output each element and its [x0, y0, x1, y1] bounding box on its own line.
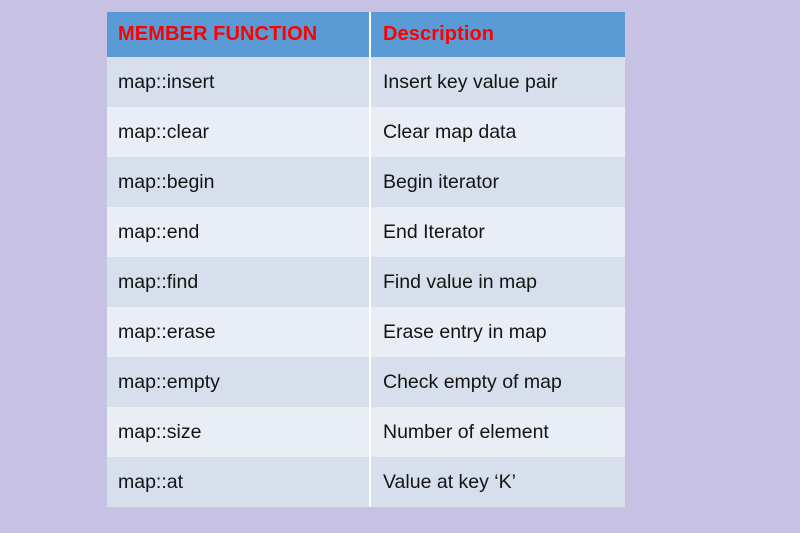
table-header-row: MEMBER FUNCTION Description	[107, 12, 625, 57]
cell-description: Value at key ‘K’	[369, 457, 625, 507]
cell-description: Find value in map	[369, 257, 625, 307]
column-header-member-function: MEMBER FUNCTION	[107, 12, 369, 57]
cell-description: End Iterator	[369, 207, 625, 257]
cell-description: Begin iterator	[369, 157, 625, 207]
column-header-description: Description	[369, 12, 625, 57]
cell-member-function: map::insert	[107, 57, 369, 107]
cell-description: Number of element	[369, 407, 625, 457]
cell-member-function: map::begin	[107, 157, 369, 207]
cell-member-function: map::clear	[107, 107, 369, 157]
cell-description: Clear map data	[369, 107, 625, 157]
cell-member-function: map::end	[107, 207, 369, 257]
cell-description: Erase entry in map	[369, 307, 625, 357]
cell-member-function: map::size	[107, 407, 369, 457]
cell-description: Check empty of map	[369, 357, 625, 407]
cell-description: Insert key value pair	[369, 57, 625, 107]
cell-member-function: map::erase	[107, 307, 369, 357]
cell-member-function: map::find	[107, 257, 369, 307]
cell-member-function: map::at	[107, 457, 369, 507]
cell-member-function: map::empty	[107, 357, 369, 407]
table-header: MEMBER FUNCTION Description	[107, 12, 625, 57]
